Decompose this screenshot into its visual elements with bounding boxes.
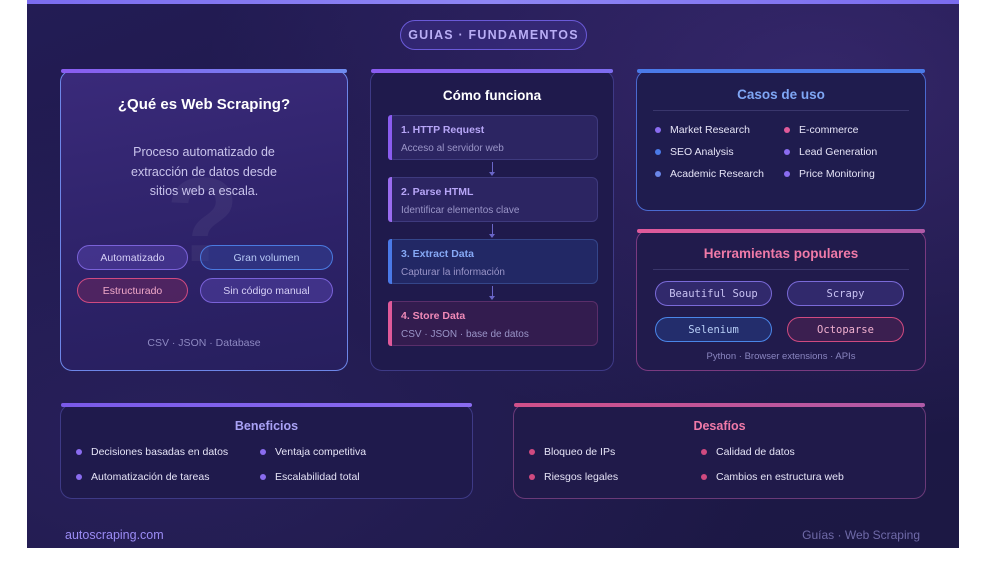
challenge-item: Riesgos legales <box>529 471 618 483</box>
step-subtitle: CSV · JSON · base de datos <box>401 329 529 340</box>
output-formats: CSV · JSON · Database <box>147 337 261 349</box>
step-title: 3. Extract Data <box>401 248 474 260</box>
tag-sin-codigo-manual: Sin código manual <box>200 278 333 303</box>
challenge-item: Bloqueo de IPs <box>529 446 615 458</box>
benefits-title: Beneficios <box>234 419 299 433</box>
step-title: 2. Parse HTML <box>401 186 474 198</box>
use-case-item: Market Research <box>655 124 750 136</box>
down-arrow-icon <box>489 224 495 238</box>
bullet-dot-icon <box>76 474 82 480</box>
challenges-title: Desafíos <box>693 419 746 433</box>
popular-tools-title: Herramientas populares <box>703 246 859 261</box>
what-is-description: Proceso automatizado de extracción de da… <box>61 143 347 202</box>
step-subtitle: Identificar elementos clave <box>401 205 520 216</box>
bullet-dot-icon <box>784 127 790 133</box>
bullet-dot-icon <box>784 171 790 177</box>
bullet-dot-icon <box>701 474 707 480</box>
site-link[interactable]: autoscraping.com <box>65 528 164 542</box>
step-http-request: 1. HTTP Request Acceso al servidor web <box>388 115 598 160</box>
card-accent <box>637 69 925 73</box>
use-case-item: Lead Generation <box>784 146 877 158</box>
bullet-dot-icon <box>529 474 535 480</box>
benefit-item: Automatización de tareas <box>76 471 209 483</box>
divider <box>653 269 909 270</box>
tag-estructurado: Estructurado <box>77 278 188 303</box>
benefit-item: Escalabilidad total <box>260 471 360 483</box>
popular-tools-card: Herramientas populares Beautiful Soup Sc… <box>636 229 926 371</box>
step-extract-data: 3. Extract Data Capturar la información <box>388 239 598 284</box>
bullet-dot-icon <box>260 449 266 455</box>
step-title: 4. Store Data <box>401 310 466 322</box>
description-line: Proceso automatizado de <box>133 145 275 159</box>
benefits-card: Beneficios Decisiones basadas en datos V… <box>60 403 473 499</box>
step-subtitle: Capturar la información <box>401 267 505 278</box>
what-is-card: ? ¿Qué es Web Scraping? Proceso automati… <box>60 69 348 371</box>
tool-octoparse: Octoparse <box>787 317 904 342</box>
description-line: extracción de datos desde <box>131 164 277 179</box>
what-is-title: ¿Qué es Web Scraping? <box>117 96 291 113</box>
step-store-data: 4. Store Data CSV · JSON · base de datos <box>388 301 598 346</box>
use-cases-card: Casos de uso Market Research E-commerce … <box>636 69 926 211</box>
category-badge: GUIAS · FUNDAMENTOS <box>400 20 587 50</box>
benefit-item: Ventaja competitiva <box>260 446 366 458</box>
card-accent <box>61 403 472 407</box>
bullet-dot-icon <box>260 474 266 480</box>
top-accent-bar <box>27 0 959 4</box>
tool-scrapy: Scrapy <box>787 281 904 306</box>
step-parse-html: 2. Parse HTML Identificar elementos clav… <box>388 177 598 222</box>
tag-gran-volumen: Gran volumen <box>200 245 333 270</box>
use-case-item: E-commerce <box>784 124 859 136</box>
down-arrow-icon <box>489 162 495 176</box>
challenge-item: Calidad de datos <box>701 446 795 458</box>
footer-caption: Guías · Web Scraping <box>802 528 920 542</box>
infographic: GUIAS · FUNDAMENTOS ? ¿Qué es Web Scrapi… <box>27 0 959 548</box>
tool-beautiful-soup: Beautiful Soup <box>655 281 772 306</box>
step-subtitle: Acceso al servidor web <box>401 143 504 154</box>
bullet-dot-icon <box>655 149 661 155</box>
how-it-works-card: Cómo funciona 1. HTTP Request Acceso al … <box>370 69 614 371</box>
bullet-dot-icon <box>76 449 82 455</box>
bullet-dot-icon <box>701 449 707 455</box>
use-case-item: Academic Research <box>655 168 764 180</box>
card-accent <box>514 403 925 407</box>
bullet-dot-icon <box>655 127 661 133</box>
challenges-card: Desafíos Bloqueo de IPs Calidad de datos… <box>513 403 926 499</box>
tools-footnote: Python · Browser extensions · APIs <box>706 351 856 362</box>
use-case-item: SEO Analysis <box>655 146 734 158</box>
down-arrow-icon <box>489 286 495 300</box>
description-line: sitios web a escala. <box>149 184 259 198</box>
divider <box>653 110 909 111</box>
tag-automatizado: Automatizado <box>77 245 188 270</box>
tool-selenium: Selenium <box>655 317 772 342</box>
challenge-item: Cambios en estructura web <box>701 471 844 483</box>
use-case-item: Price Monitoring <box>784 168 875 180</box>
card-accent <box>371 69 613 73</box>
step-title: 1. HTTP Request <box>401 124 485 136</box>
card-accent <box>637 229 925 233</box>
use-cases-title: Casos de uso <box>737 87 825 102</box>
bullet-dot-icon <box>529 449 535 455</box>
how-it-works-title: Cómo funciona <box>442 88 542 103</box>
bullet-dot-icon <box>655 171 661 177</box>
benefit-item: Decisiones basadas en datos <box>76 446 228 458</box>
bullet-dot-icon <box>784 149 790 155</box>
card-accent <box>61 69 347 73</box>
